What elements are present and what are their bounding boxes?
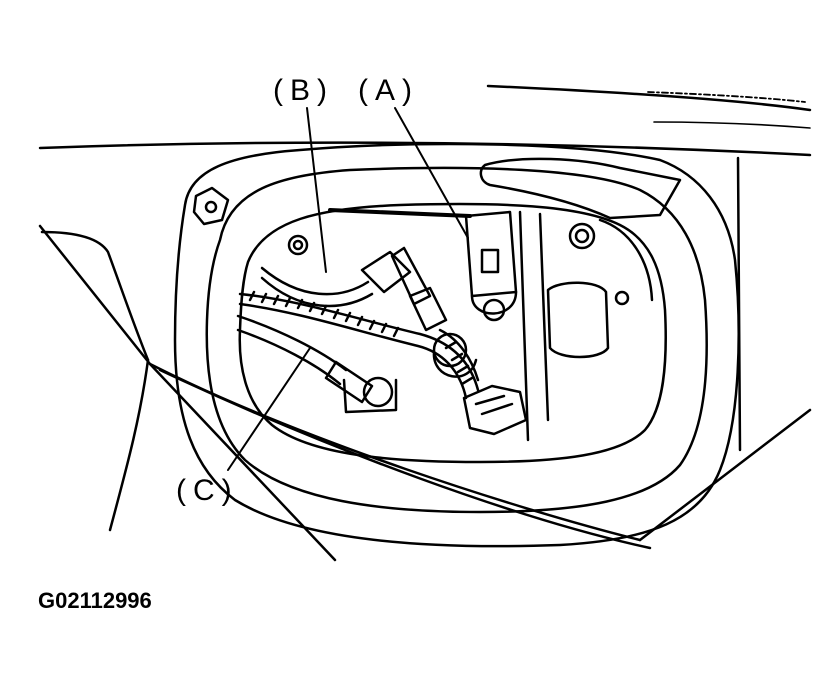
figure-id: G02112996 — [38, 588, 152, 613]
leader-lines — [227, 107, 469, 471]
wire-harness — [238, 246, 528, 436]
callout-a-label: (A) — [358, 74, 419, 107]
leader-line-a — [394, 107, 469, 239]
callout-c-label: (C) — [176, 474, 239, 507]
leader-line-c — [227, 347, 311, 471]
body-panel — [38, 84, 812, 562]
lamp-bulb — [236, 314, 478, 414]
callout-b-label: (B) — [273, 74, 334, 107]
lamp-housing — [479, 157, 682, 442]
mounting-points — [192, 186, 630, 306]
bulb-socket — [328, 208, 518, 322]
leader-line-b — [306, 107, 327, 273]
